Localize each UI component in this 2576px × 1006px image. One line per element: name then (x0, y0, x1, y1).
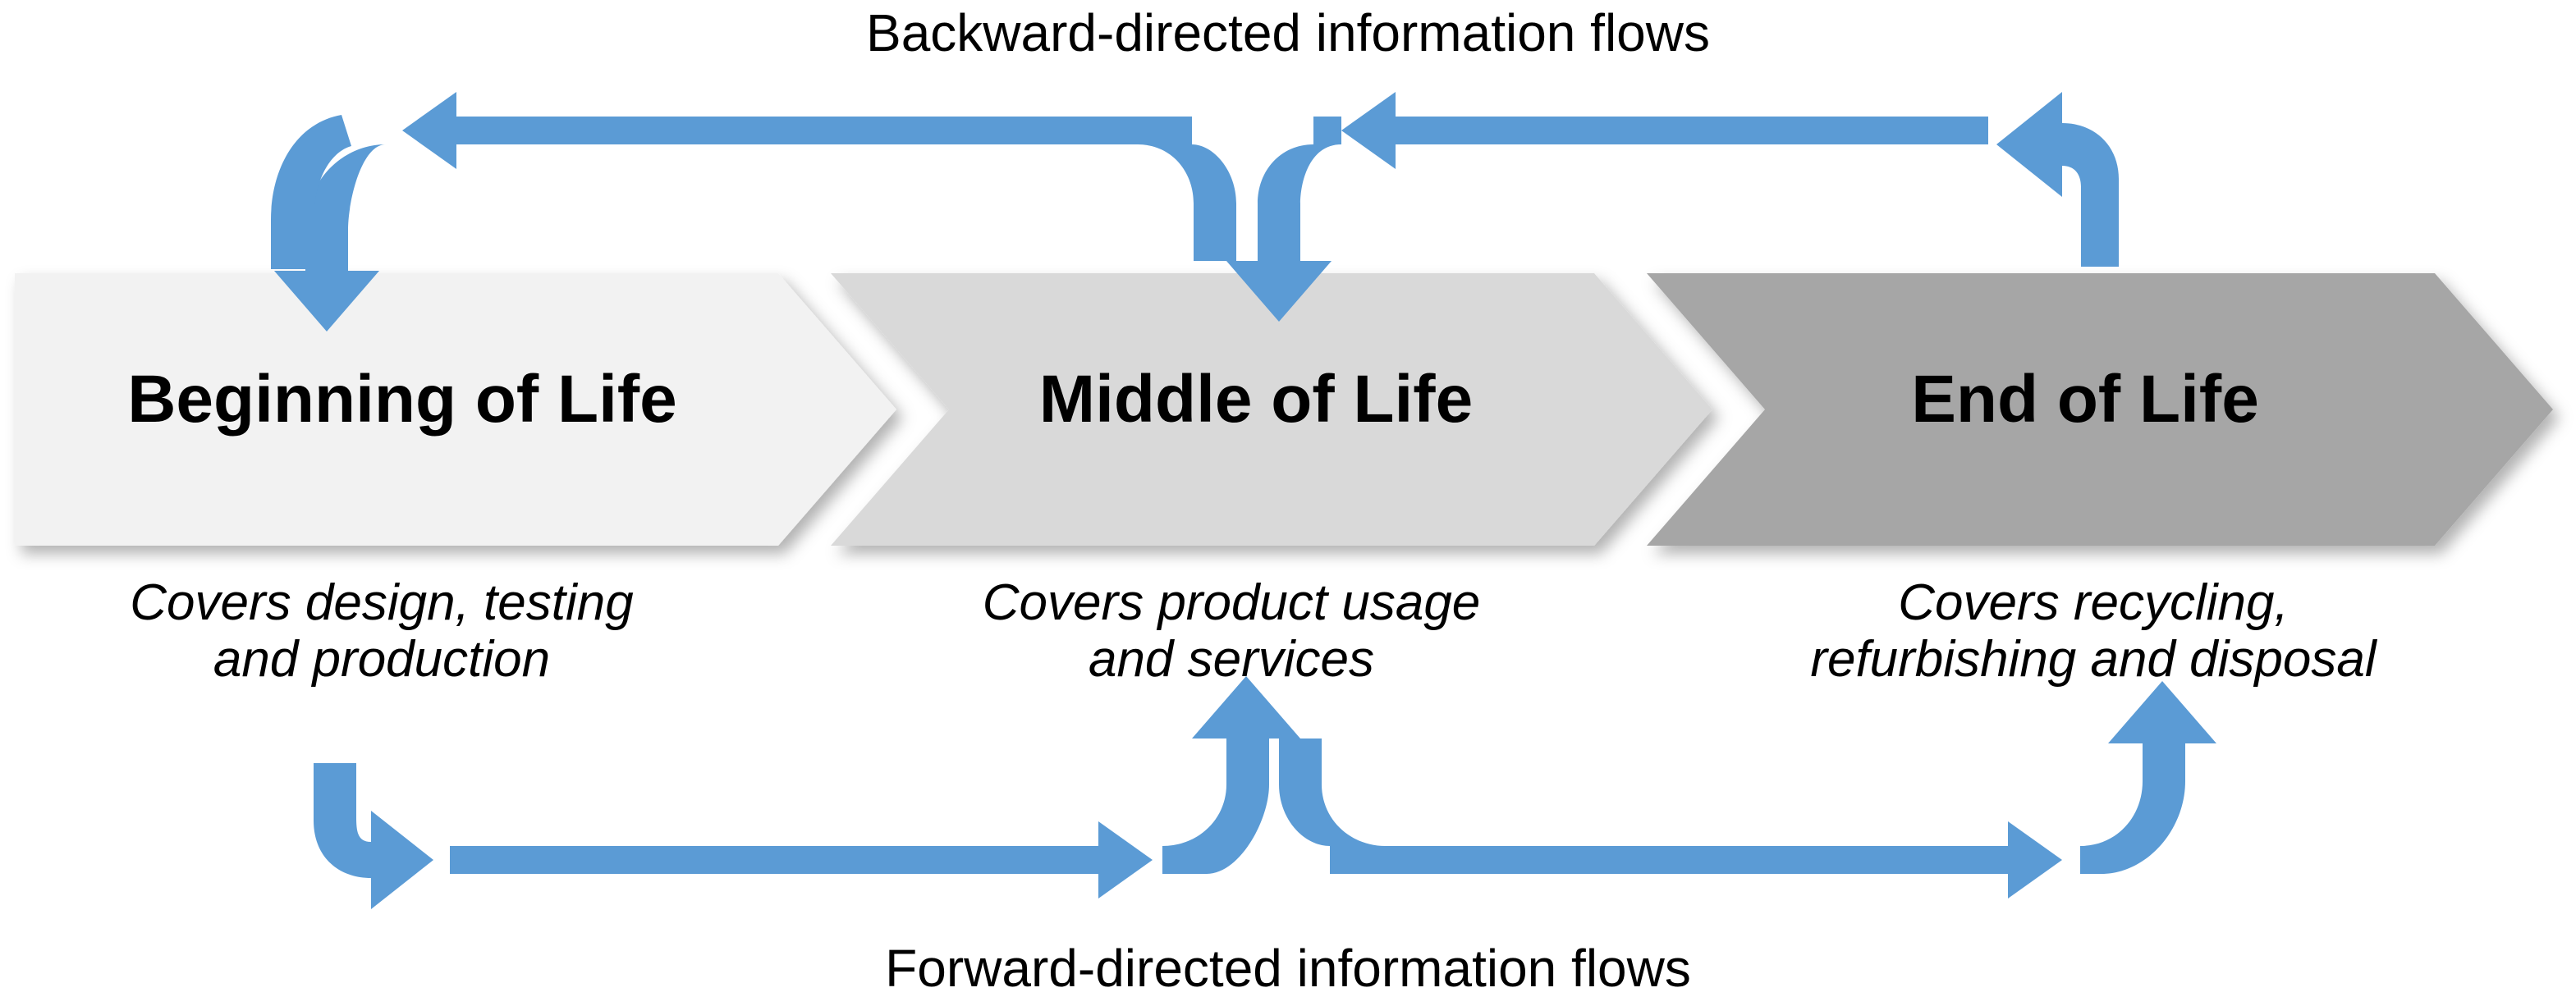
backward-arrow-bus-to-beginning[interactable] (274, 117, 386, 332)
backward-arrowhead-right-segment[interactable] (1341, 92, 1396, 169)
chevron-middle-of-life[interactable] (831, 273, 1712, 546)
forward-arrow-middle-to-bus[interactable] (1279, 738, 1386, 874)
backward-flows-label: Backward-directed information flows (866, 3, 1710, 62)
chevron-end-of-life[interactable] (1647, 273, 2553, 546)
backward-curve-left-elbow[interactable] (271, 115, 351, 269)
stage-description-beginning-of-life: Covers design, testing and production (16, 574, 747, 688)
backward-arrow-middle-to-bus[interactable] (1138, 117, 1236, 261)
stage-description-line: Covers recycling, (1898, 574, 2289, 631)
forward-flow-arrows (314, 676, 2216, 909)
forward-bar-left-segment[interactable] (450, 846, 1098, 874)
forward-arrowhead-left-segment[interactable] (1098, 821, 1153, 899)
forward-arrow-bus-to-middle[interactable] (1162, 676, 1300, 874)
backward-flow-arrows (271, 92, 2119, 332)
stage-description-line: and services (1088, 631, 1375, 688)
forward-arrowhead-right-segment[interactable] (2008, 821, 2062, 899)
backward-arrowhead-left-segment[interactable] (402, 92, 456, 169)
forward-flows-label: Forward-directed information flows (885, 939, 1691, 998)
backward-arrow-end-to-bus[interactable] (1996, 92, 2119, 267)
stage-description-middle-of-life: Covers product usage and services (870, 574, 1593, 688)
chevron-beginning-of-life[interactable] (15, 273, 896, 546)
stage-description-end-of-life: Covers recycling, refurbishing and dispo… (1658, 574, 2528, 688)
stage-description-line: and production (213, 631, 551, 688)
backward-bar-left-segment[interactable] (456, 117, 1138, 144)
forward-bar-right-segment[interactable] (1386, 846, 2008, 874)
backward-arrow-bus-to-middle[interactable] (1226, 117, 1341, 322)
forward-arrow-bus-to-end[interactable] (2080, 681, 2216, 874)
stage-description-line: refurbishing and disposal (1810, 631, 2377, 688)
forward-arrow-beginning-to-bus[interactable] (314, 763, 433, 909)
chevron-group (15, 273, 2553, 546)
backward-bar-right-segment[interactable] (1396, 117, 1988, 144)
stage-description-line: Covers product usage (982, 574, 1481, 631)
stage-description-line: Covers design, testing (130, 574, 634, 631)
